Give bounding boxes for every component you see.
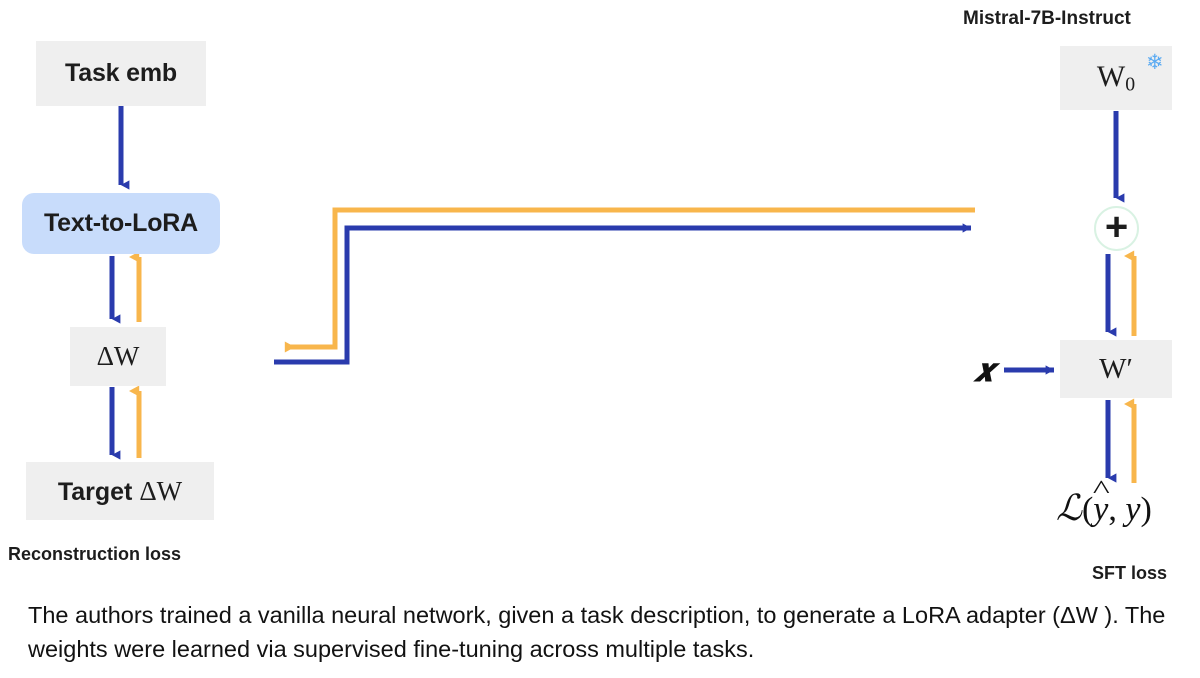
node-target-delta-w-label: Target ΔW <box>58 476 182 507</box>
edge-merge-to-lora-gradient <box>284 207 975 353</box>
edge-lora-to-merge-forward <box>274 223 972 365</box>
sft-loss-expression: ℒ(y, y) <box>1056 487 1152 529</box>
reconstruction-loss-label: Reconstruction loss <box>8 544 182 564</box>
loss-close-paren: ) <box>1140 491 1152 528</box>
node-w-prime[interactable]: W′ <box>1060 340 1172 398</box>
node-target-delta-w[interactable]: Target ΔW <box>26 462 214 520</box>
node-w0-label: W0 <box>1097 60 1135 96</box>
target-prefix: Target <box>57 477 140 506</box>
snowflake-icon: ❄ <box>1146 51 1164 74</box>
loss-y: y <box>1125 491 1141 528</box>
loss-script-l: ℒ <box>1056 488 1082 528</box>
node-task-emb-label: Task emb <box>65 59 177 87</box>
node-text-to-lora-label: Text-to-LoRA <box>43 209 199 237</box>
mistral-model-title: Mistral-7B-Instruct <box>963 8 1131 29</box>
target-delta-symbol: ΔW <box>139 475 183 506</box>
node-text-to-lora[interactable]: Text-to-LoRA <box>22 193 220 254</box>
sft-loss-label: SFT loss <box>1092 563 1168 583</box>
node-delta-w-label: ΔW <box>96 341 140 371</box>
loss-comma: , <box>1108 491 1126 528</box>
figure-caption: The authors trained a vanilla neural net… <box>28 602 1166 662</box>
merge-operator[interactable] <box>1094 206 1139 251</box>
loss-y-hat: y <box>1093 491 1108 529</box>
plus-icon: + <box>1104 205 1129 249</box>
node-task-emb[interactable]: Task emb <box>36 41 206 106</box>
node-delta-w[interactable]: ΔW <box>70 327 166 386</box>
w0-base: W <box>1096 59 1126 93</box>
w0-subscript: 0 <box>1125 73 1136 96</box>
node-w0[interactable]: W0 <box>1060 46 1172 110</box>
input-x-label: 𝒙 <box>974 352 995 388</box>
loss-open-paren: ( <box>1081 491 1094 528</box>
node-w-prime-label: W′ <box>1099 352 1133 385</box>
